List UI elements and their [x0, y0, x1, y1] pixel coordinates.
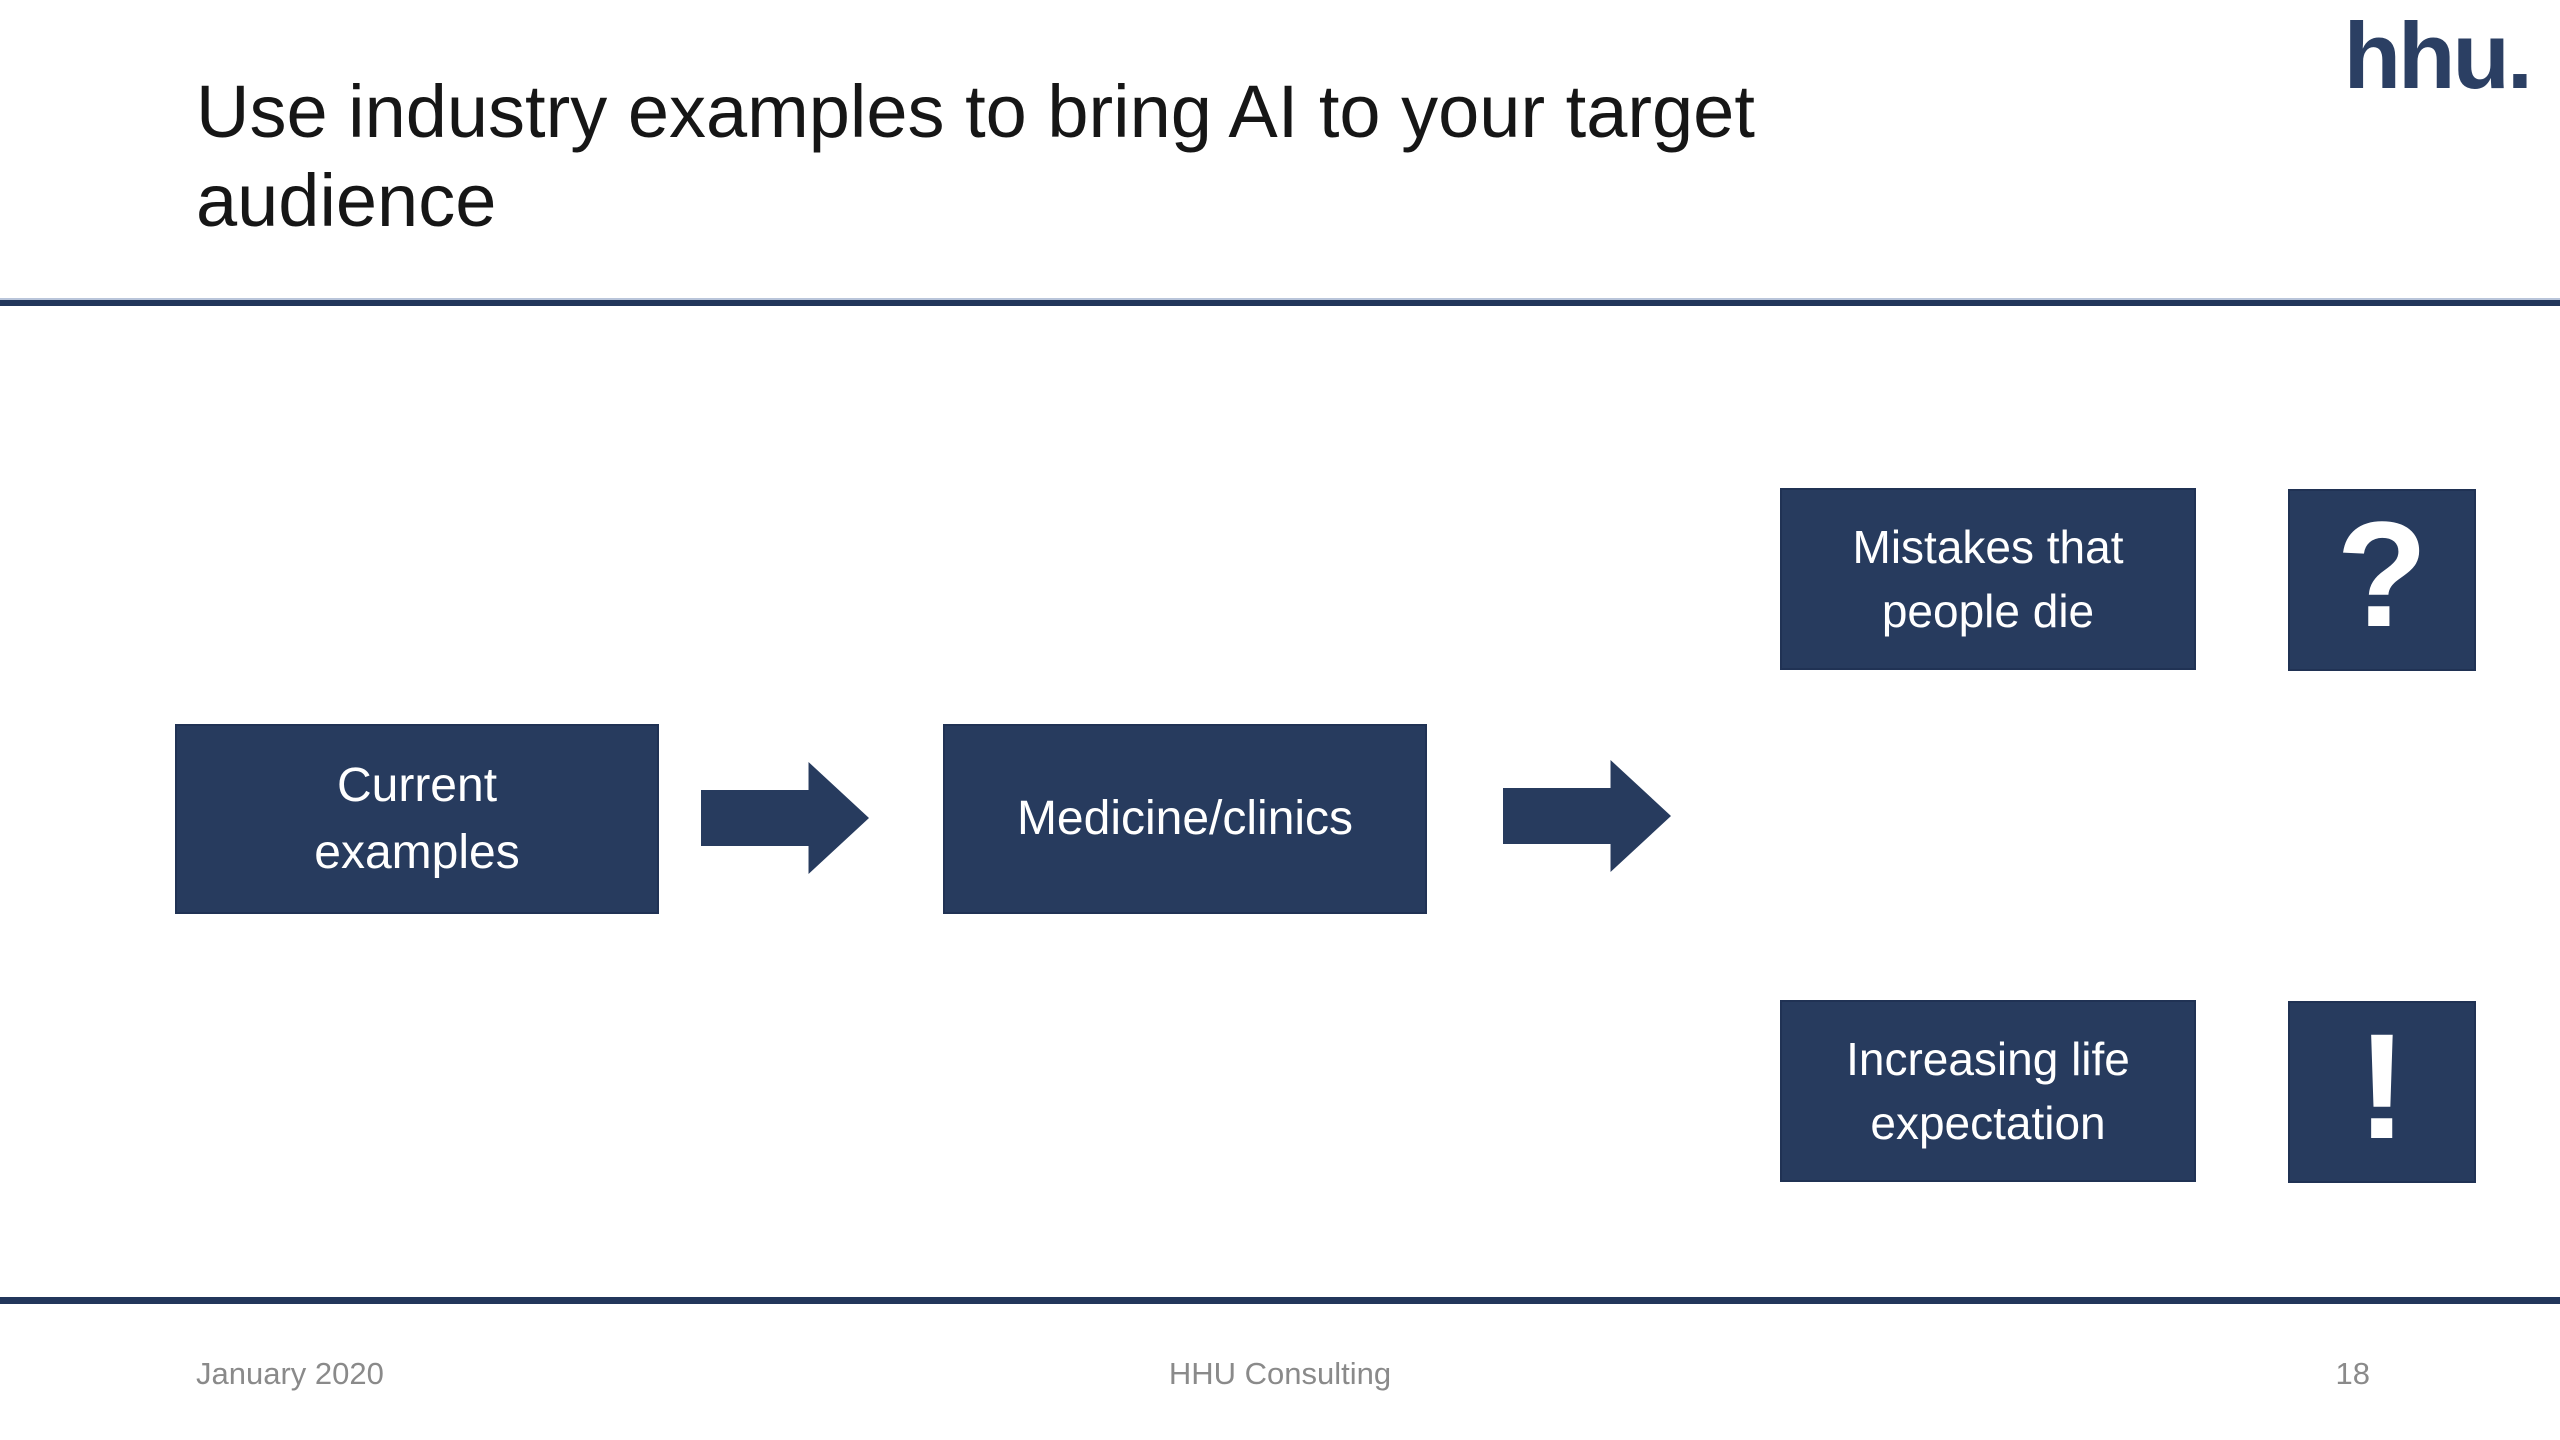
- question-mark-glyph: ?: [2336, 490, 2428, 658]
- outcome-label-line: people die: [1881, 585, 2095, 637]
- footer-company: HHU Consulting: [1168, 1356, 1392, 1391]
- footer-divider-rule: [0, 1297, 2560, 1304]
- outcome-label-line: expectation: [1870, 1097, 2106, 1149]
- hhu-logo: hhu.: [2343, 3, 2533, 108]
- page-title-line-2: audience: [196, 158, 497, 242]
- outcome-box-mistakes: Mistakes that people die: [1780, 488, 2196, 670]
- exclamation-mark-glyph: !: [2357, 1002, 2407, 1170]
- footer-page-number: 18: [2335, 1356, 2370, 1391]
- question-mark-icon: ?: [2288, 489, 2476, 671]
- arrow-right-icon: [1503, 760, 1671, 872]
- arrow-right-icon: [701, 762, 869, 874]
- flow-box-medicine-clinics: Medicine/clinics: [943, 724, 1427, 914]
- title-divider-rule: [0, 298, 2560, 306]
- outcome-label-line: Increasing life: [1846, 1032, 2130, 1085]
- flow-box-label-line: Current: [336, 758, 498, 812]
- page-title: Use industry examples to bring AI to you…: [196, 68, 1755, 246]
- outcome-box-life-expectation: Increasing life expectation: [1780, 1000, 2196, 1182]
- page-title-line-1: Use industry examples to bring AI to you…: [196, 70, 1755, 153]
- flow-box-label-line: Medicine/clinics: [1016, 792, 1354, 846]
- exclamation-mark-icon: !: [2288, 1001, 2476, 1183]
- flow-box-label-line: examples: [314, 826, 520, 879]
- footer-date: January 2020: [196, 1356, 384, 1391]
- outcome-label-line: Mistakes that: [1852, 520, 2124, 573]
- flow-box-current-examples: Current examples: [175, 724, 659, 914]
